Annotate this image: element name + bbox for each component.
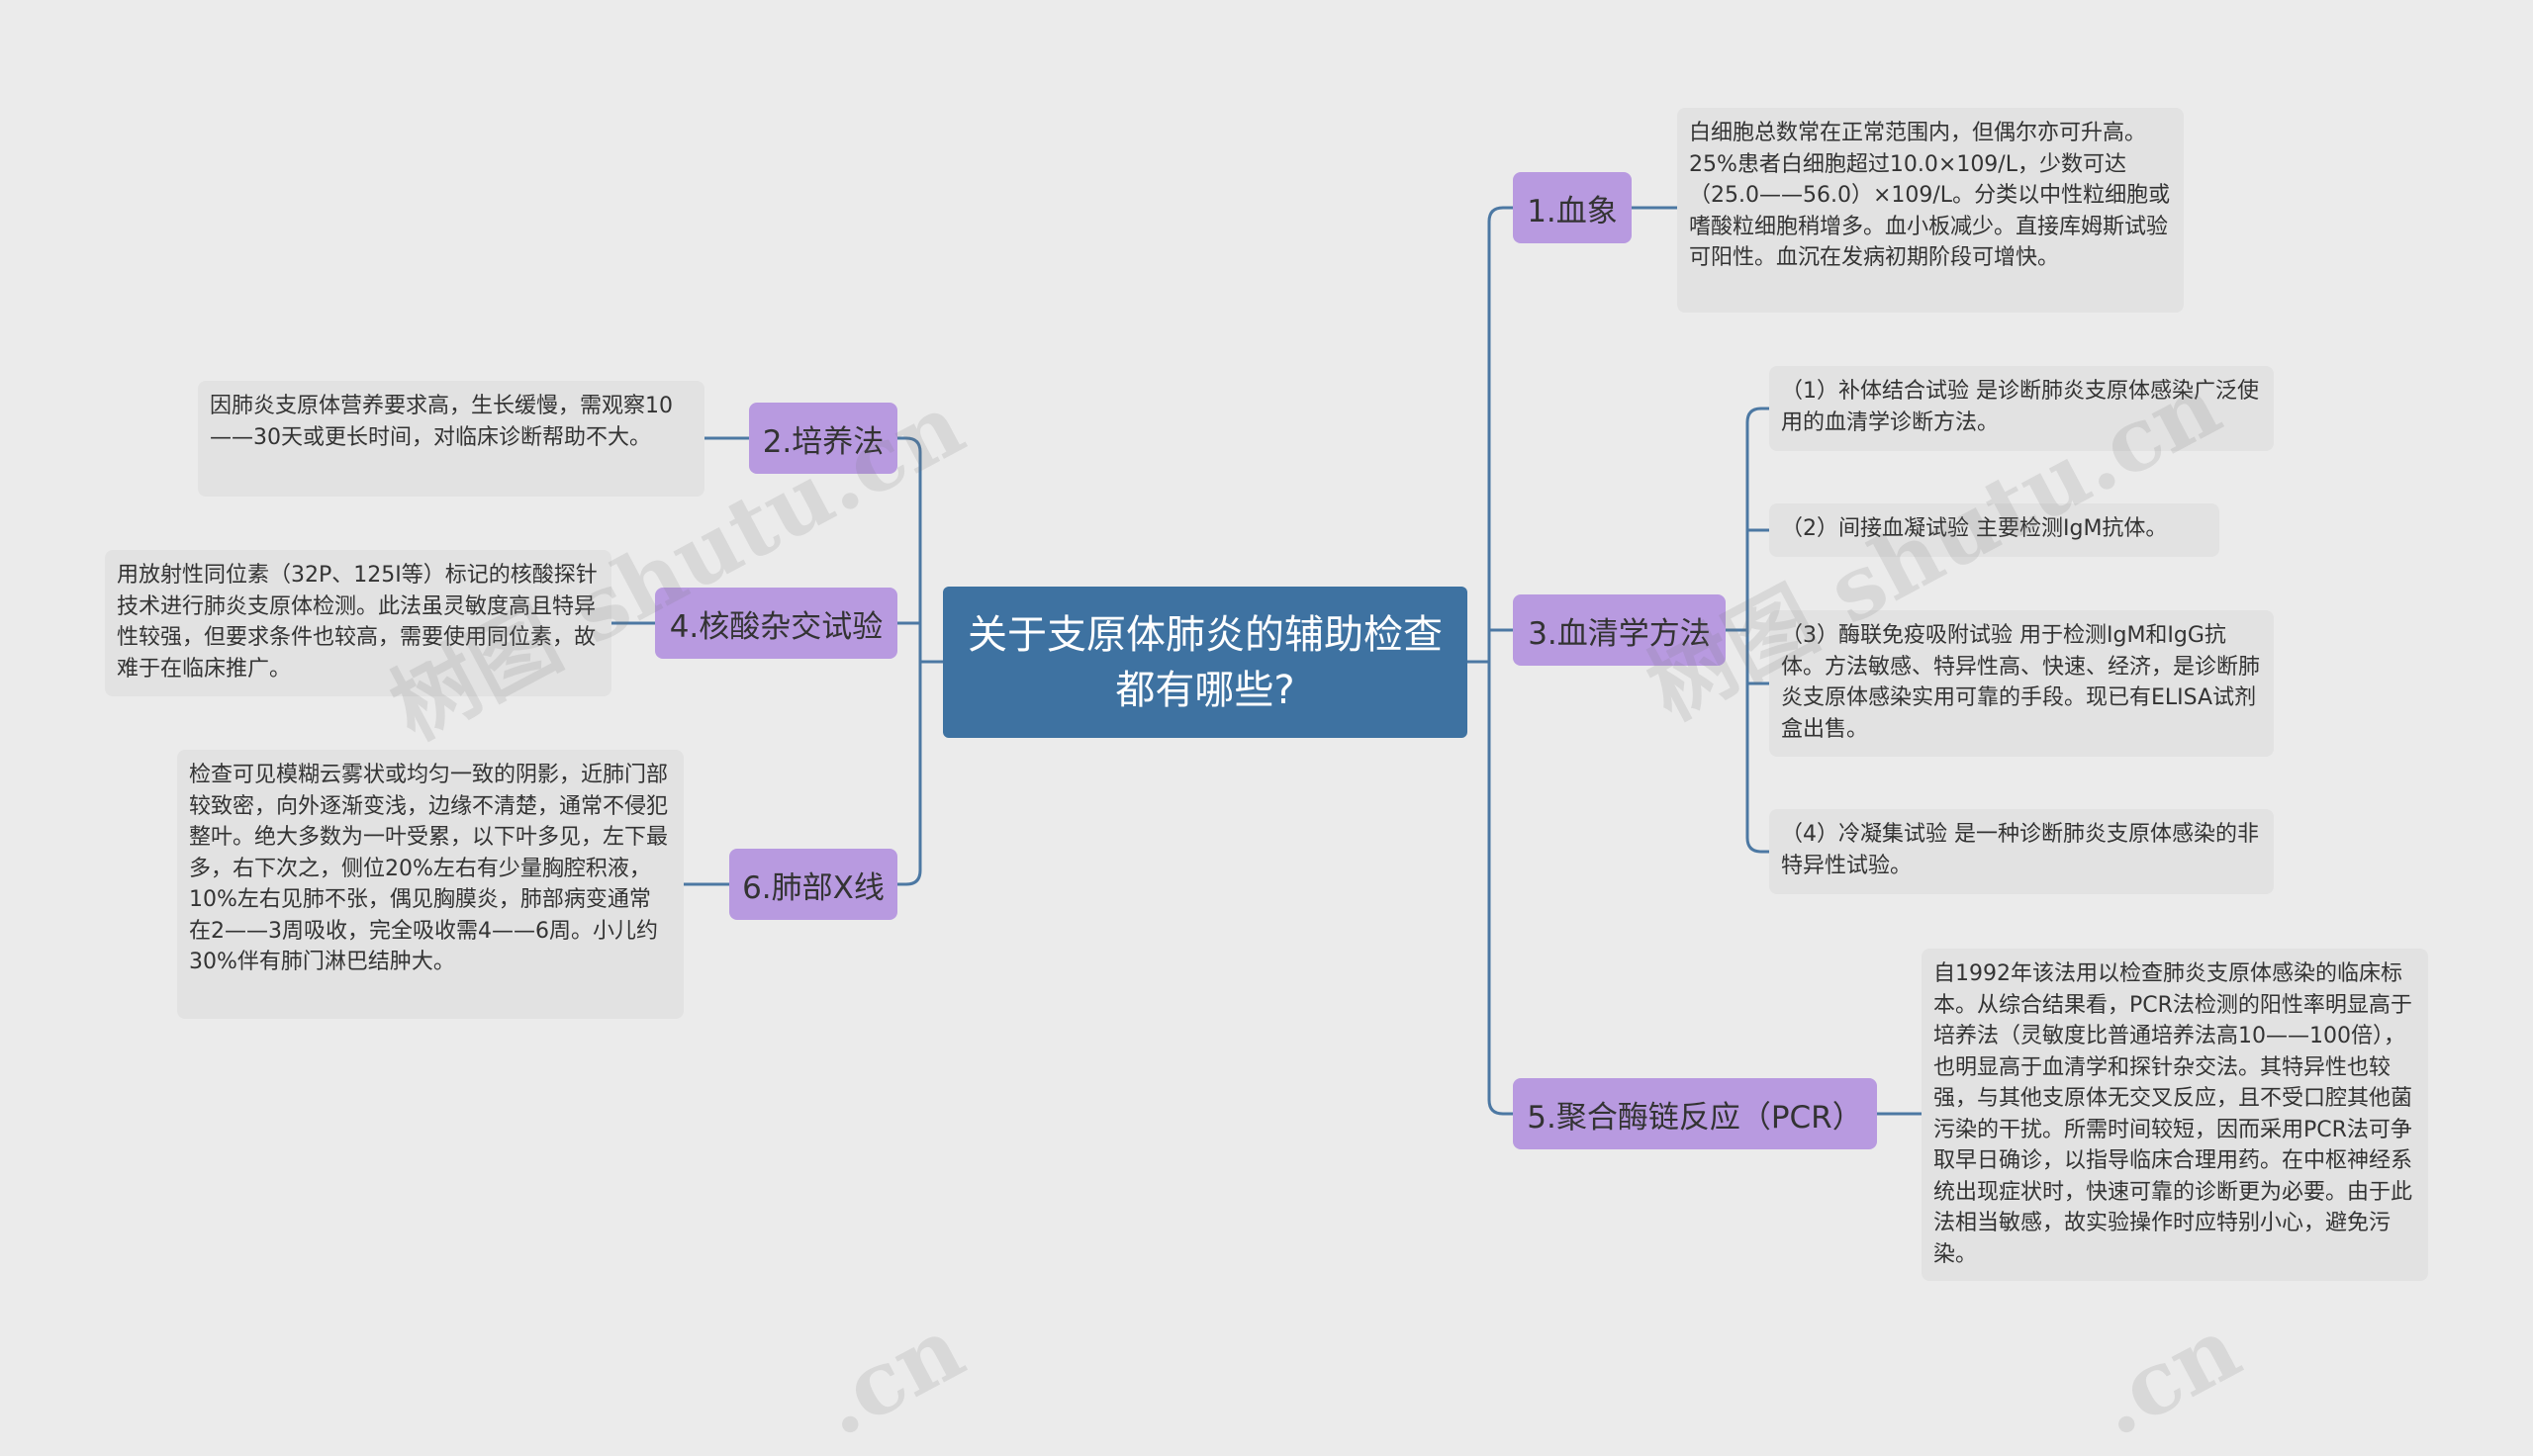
detail-serology-4: （4）冷凝集试验 是一种诊断肺炎支原体感染的非特异性试验。	[1769, 809, 2274, 894]
detail-blood-picture: 白细胞总数常在正常范围内，但偶尔亦可升高。25%患者白细胞超过10.0×109/…	[1677, 108, 2184, 313]
connector-trunk-left	[905, 436, 922, 886]
branch-label: 6.肺部X线	[742, 869, 885, 906]
detail-text: 自1992年该法用以检查肺炎支原体感染的临床标本。从综合结果看，PCR法检测的阳…	[1933, 961, 2413, 1267]
branch-label: 3.血清学方法	[1528, 615, 1711, 652]
branch-culture[interactable]: 2.培养法	[749, 403, 897, 474]
detail-pcr: 自1992年该法用以检查肺炎支原体感染的临床标本。从综合结果看，PCR法检测的阳…	[1922, 949, 2428, 1281]
branch-blood-picture[interactable]: 1.血象	[1513, 172, 1632, 243]
connector-serology-trunk	[1745, 407, 1762, 854]
branch-label: 5.聚合酶链反应（PCR）	[1527, 1099, 1863, 1136]
root-topic-label: 关于支原体肺炎的辅助检查都有哪些?	[968, 611, 1443, 713]
branch-chest-xray[interactable]: 6.肺部X线	[729, 849, 897, 920]
detail-text: （4）冷凝集试验 是一种诊断肺炎支原体感染的非特异性试验。	[1781, 822, 2259, 878]
detail-serology-3: （3）酶联免疫吸附试验 用于检测IgM和IgG抗体。方法敏感、特异性高、快速、经…	[1769, 610, 2274, 757]
detail-serology-2: （2）间接血凝试验 主要检测IgM抗体。	[1769, 503, 2219, 557]
detail-text: 用放射性同位素（32P、125I等）标记的核酸探针技术进行肺炎支原体检测。此法虽…	[117, 563, 598, 682]
detail-text: （1）补体结合试验 是诊断肺炎支原体感染广泛使用的血清学诊断方法。	[1781, 379, 2259, 435]
connector-lines	[611, 206, 1922, 1116]
branch-label: 1.血象	[1527, 193, 1618, 229]
branch-pcr[interactable]: 5.聚合酶链反应（PCR）	[1513, 1078, 1877, 1149]
detail-nucleic-hybridization: 用放射性同位素（32P、125I等）标记的核酸探针技术进行肺炎支原体检测。此法虽…	[105, 550, 611, 696]
branch-label: 2.培养法	[762, 423, 885, 460]
mind-map-canvas: 关于支原体肺炎的辅助检查都有哪些? 1.血象 2.培养法 3.血清学方法 4.核…	[105, 108, 2428, 1456]
detail-text: 因肺炎支原体营养要求高，生长缓慢，需观察10——30天或更长时间，对临床诊断帮助…	[210, 394, 673, 450]
detail-culture: 因肺炎支原体营养要求高，生长缓慢，需观察10——30天或更长时间，对临床诊断帮助…	[198, 381, 704, 497]
detail-text: 检查可见模糊云雾状或均匀一致的阴影，近肺门部较致密，向外逐渐变浅，边缘不清楚，通…	[189, 763, 669, 974]
connector-trunk-right	[1487, 206, 1504, 1116]
branch-serology[interactable]: 3.血清学方法	[1513, 594, 1726, 666]
branch-nucleic-hybridization[interactable]: 4.核酸杂交试验	[655, 588, 897, 659]
detail-text: （3）酶联免疫吸附试验 用于检测IgM和IgG抗体。方法敏感、特异性高、快速、经…	[1781, 623, 2261, 742]
branch-label: 4.核酸杂交试验	[669, 608, 884, 645]
detail-text: 白细胞总数常在正常范围内，但偶尔亦可升高。25%患者白细胞超过10.0×109/…	[1689, 121, 2171, 270]
detail-serology-1: （1）补体结合试验 是诊断肺炎支原体感染广泛使用的血清学诊断方法。	[1769, 366, 2274, 451]
root-topic[interactable]: 关于支原体肺炎的辅助检查都有哪些?	[943, 587, 1467, 738]
detail-chest-xray: 检查可见模糊云雾状或均匀一致的阴影，近肺门部较致密，向外逐渐变浅，边缘不清楚，通…	[177, 750, 684, 1019]
detail-text: （2）间接血凝试验 主要检测IgM抗体。	[1781, 516, 2168, 541]
